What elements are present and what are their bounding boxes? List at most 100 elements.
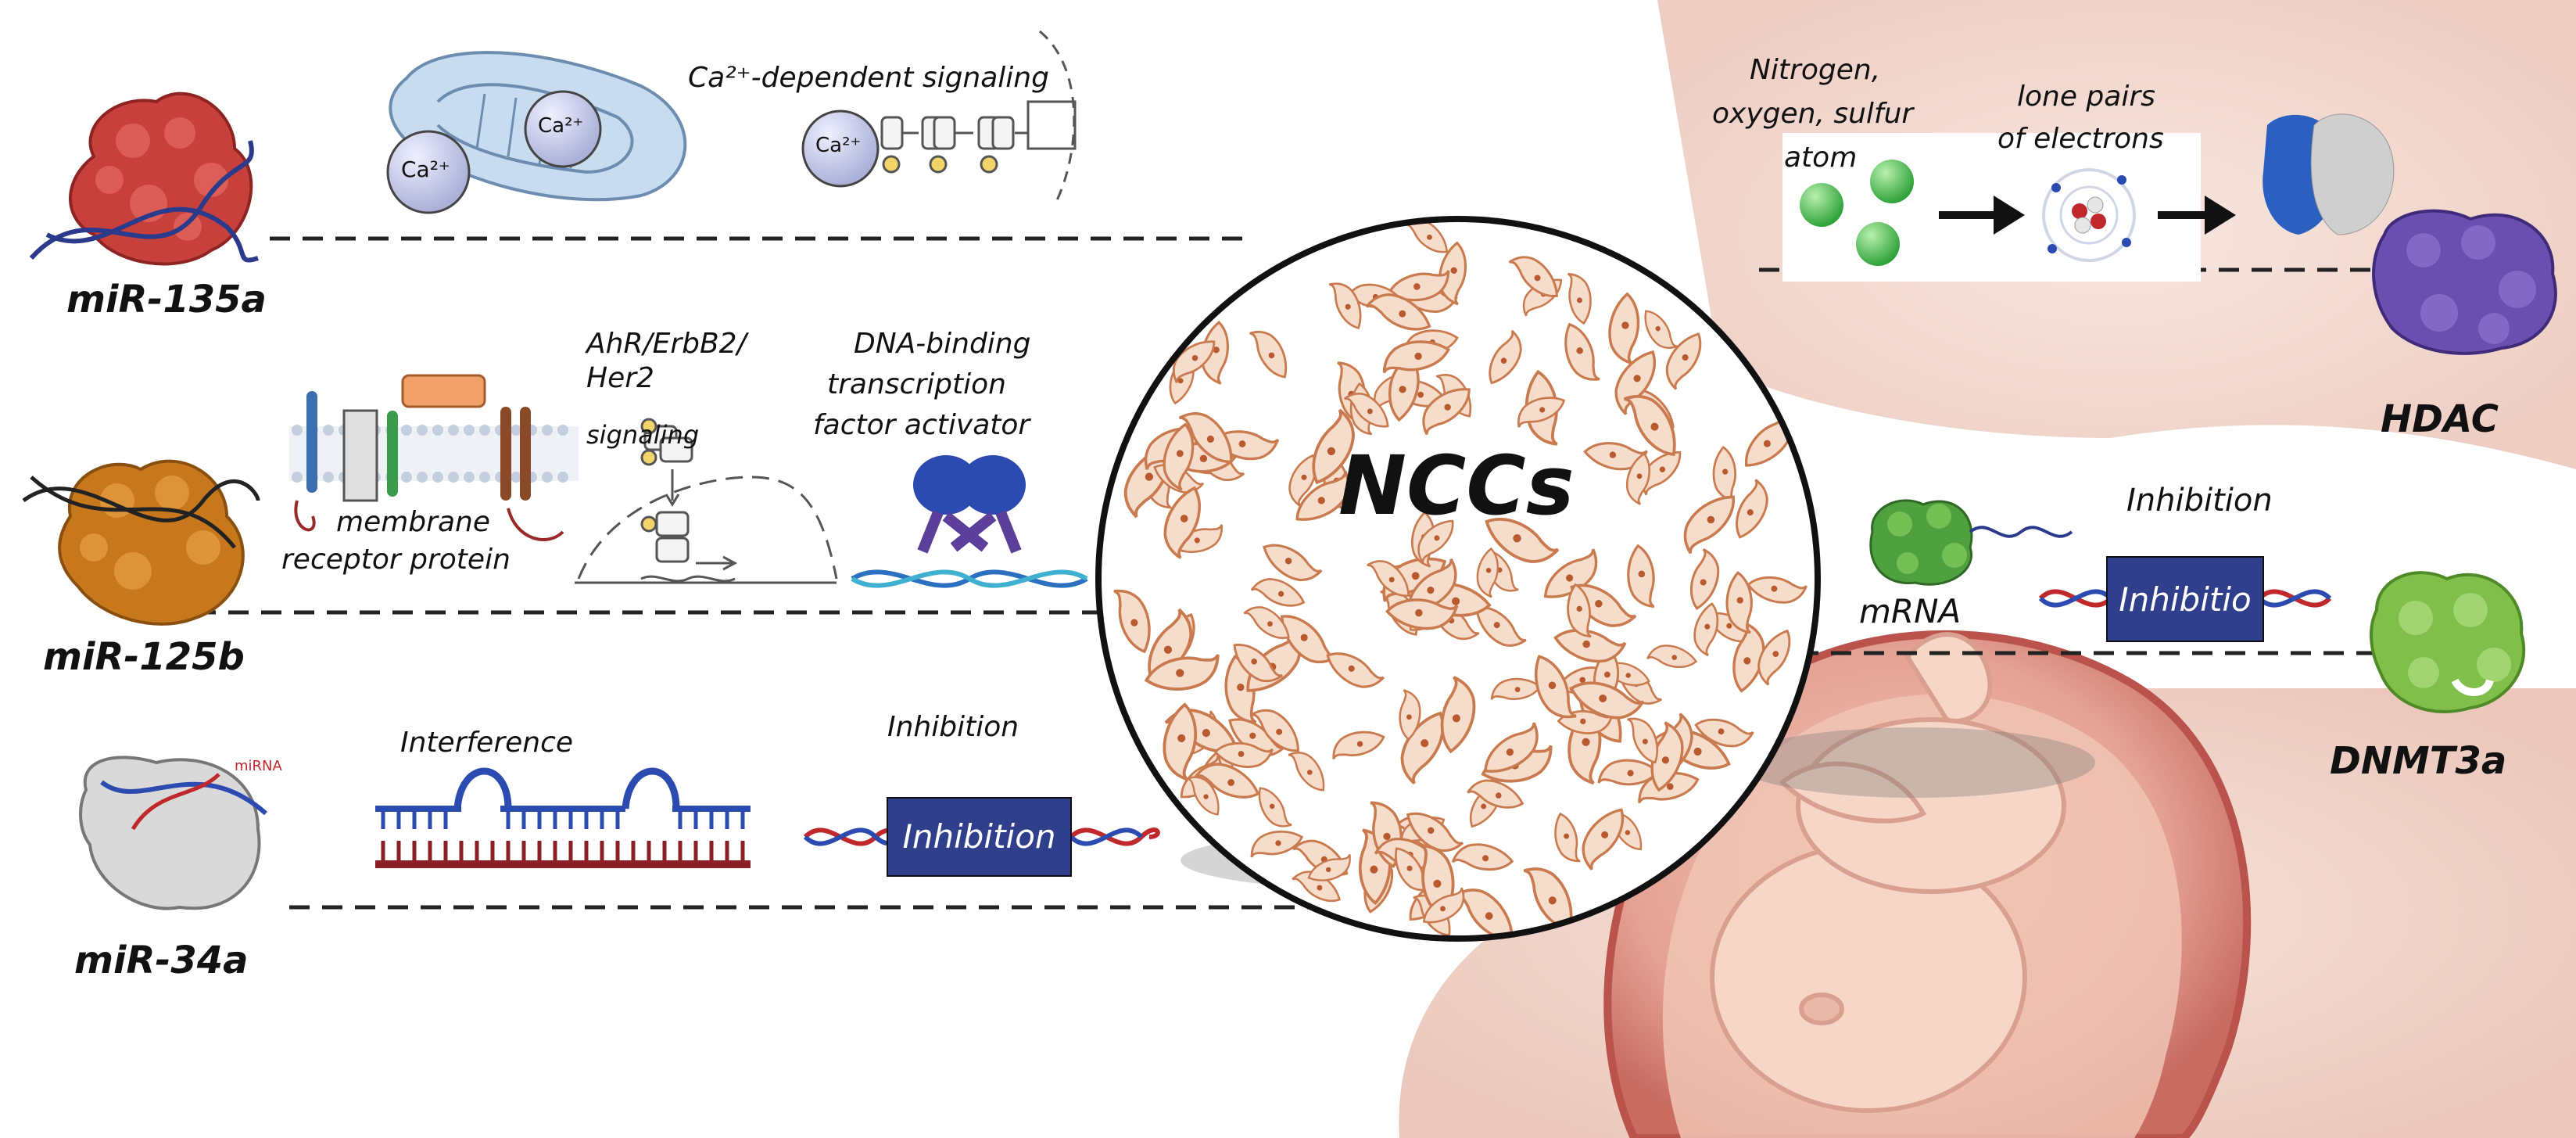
ncc-cell bbox=[1288, 752, 1325, 792]
center-label-nccs: NCCs bbox=[1338, 438, 1575, 533]
ncc-cell bbox=[1689, 547, 1720, 610]
dna-binding-label-line3: factor activator bbox=[813, 409, 1030, 441]
ncc-cell bbox=[1163, 486, 1201, 559]
fetus bbox=[1710, 632, 2066, 1113]
ncc-cell bbox=[1233, 644, 1283, 683]
dnmt3a-label: DNMT3a bbox=[2330, 739, 2507, 783]
ncc-cell bbox=[1332, 731, 1385, 760]
ncc-cell bbox=[1250, 830, 1304, 858]
ncc-cell bbox=[1422, 887, 1465, 924]
ncc-cell bbox=[1747, 576, 1807, 604]
ncc-cell bbox=[1570, 583, 1637, 627]
ncc-cell bbox=[1597, 759, 1660, 786]
ncc-cell bbox=[1567, 583, 1592, 638]
ahr-label-line1: AhR/ErbB2/ bbox=[586, 328, 747, 360]
ncc-cell bbox=[1385, 598, 1459, 630]
ca-signaling-cascade bbox=[880, 30, 1077, 204]
ncc-cell bbox=[1523, 867, 1573, 932]
ahr-signaling-cell bbox=[575, 418, 838, 584]
ncc-cell bbox=[1490, 677, 1542, 700]
inhibition-label-left: Inhibition bbox=[887, 711, 1019, 743]
membrane-label-line1: membrane bbox=[336, 506, 490, 538]
membrane-label-line2: receptor protein bbox=[281, 544, 511, 576]
ncc-cell bbox=[1250, 578, 1306, 607]
ncc-cell bbox=[1736, 479, 1768, 539]
mir135a-protein bbox=[29, 92, 259, 266]
ncc-cell bbox=[1163, 422, 1195, 491]
hdac-protein bbox=[2372, 209, 2557, 355]
ca-ion-label-3: Ca²⁺ bbox=[815, 134, 862, 157]
ncc-cell bbox=[1249, 330, 1288, 379]
ca-ion-label-1: Ca²⁺ bbox=[401, 156, 450, 182]
transcription-factor bbox=[851, 455, 1088, 588]
ncc-cell bbox=[1569, 681, 1645, 720]
ncc-cell bbox=[1625, 452, 1650, 505]
ncc-cell bbox=[1627, 544, 1655, 608]
mrna-ribosome bbox=[1869, 499, 2073, 586]
ncc-cell bbox=[1583, 442, 1648, 471]
ncc-cell bbox=[1422, 388, 1471, 436]
ncc-cell bbox=[1554, 812, 1581, 863]
membrane-receptor bbox=[289, 374, 579, 541]
ncc-cell bbox=[1163, 702, 1198, 781]
ncc-cell bbox=[1534, 655, 1577, 719]
mirna-small-label: miRNA bbox=[235, 758, 283, 774]
lone-pairs-label-line1: lone pairs bbox=[2017, 81, 2155, 113]
ncc-cell bbox=[1312, 408, 1356, 485]
ncc-cell bbox=[1475, 606, 1527, 647]
hdac-label: HDAC bbox=[2381, 397, 2499, 441]
ncc-cell bbox=[1263, 544, 1323, 582]
ncc-cell bbox=[1417, 519, 1454, 564]
ncc-cell bbox=[1367, 560, 1410, 597]
mir125b-label: miR-125b bbox=[43, 635, 245, 679]
interference-label: Interference bbox=[400, 727, 574, 759]
mir135a-label: miR-135a bbox=[66, 278, 267, 321]
ncc-cell bbox=[1627, 717, 1659, 764]
ncc-cell bbox=[1123, 445, 1170, 519]
ncc-cell bbox=[1173, 524, 1224, 553]
ncc-cell bbox=[1517, 397, 1566, 428]
ncc-cells bbox=[1113, 219, 1807, 939]
atoms-panel bbox=[1782, 113, 2395, 282]
inhibition-box-right-text: Inhibitio bbox=[2119, 580, 2252, 619]
ncc-cell bbox=[1467, 779, 1524, 809]
mrna-label: mRNA bbox=[1859, 592, 1962, 630]
ncc-cell bbox=[1295, 471, 1350, 521]
ncc-cell bbox=[1582, 808, 1624, 871]
ncc-cell bbox=[1438, 241, 1467, 306]
ca-ion-3 bbox=[801, 109, 880, 188]
ncc-cell bbox=[1250, 709, 1299, 752]
ncc-circle bbox=[1095, 216, 1821, 942]
ncc-cell bbox=[1508, 256, 1558, 297]
ahr-label-line3: signaling bbox=[586, 420, 700, 450]
ncc-cell bbox=[1646, 644, 1698, 668]
ncc-cell bbox=[1489, 329, 1522, 385]
ncc-cell bbox=[1683, 495, 1735, 555]
ncc-cell bbox=[1344, 393, 1389, 428]
atoms-label-line3: atom bbox=[1784, 142, 1858, 174]
atoms-label-line2: oxygen, sulfur bbox=[1712, 98, 1914, 130]
ncc-cell bbox=[1406, 558, 1457, 612]
ca-signaling-label: Ca²⁺-dependent signaling bbox=[688, 62, 1049, 94]
atoms-label-line1: Nitrogen, bbox=[1750, 54, 1881, 86]
ncc-cell bbox=[1665, 332, 1702, 390]
dnmt3a-protein bbox=[2370, 571, 2526, 713]
ncc-cell bbox=[1623, 394, 1676, 457]
inhibition-right bbox=[2038, 556, 2332, 642]
ncc-cell bbox=[1399, 689, 1421, 741]
ncc-cell bbox=[1258, 787, 1292, 827]
inhibition-left bbox=[803, 797, 1160, 877]
ncc-cell bbox=[1476, 547, 1499, 598]
inhibition-box-left-text: Inhibition bbox=[902, 817, 1056, 856]
ncc-cell bbox=[1693, 602, 1719, 657]
ncc-cell bbox=[1567, 272, 1592, 325]
lone-pairs-label-line2: of electrons bbox=[1997, 123, 2164, 155]
ncc-cell bbox=[1694, 718, 1754, 748]
ncc-cell bbox=[1641, 451, 1682, 496]
ncc-cell bbox=[1113, 589, 1151, 654]
ncc-cell bbox=[1553, 629, 1627, 663]
ncc-cell bbox=[1148, 608, 1193, 682]
mir125b-protein bbox=[22, 459, 260, 626]
ncc-cell bbox=[1144, 654, 1220, 691]
